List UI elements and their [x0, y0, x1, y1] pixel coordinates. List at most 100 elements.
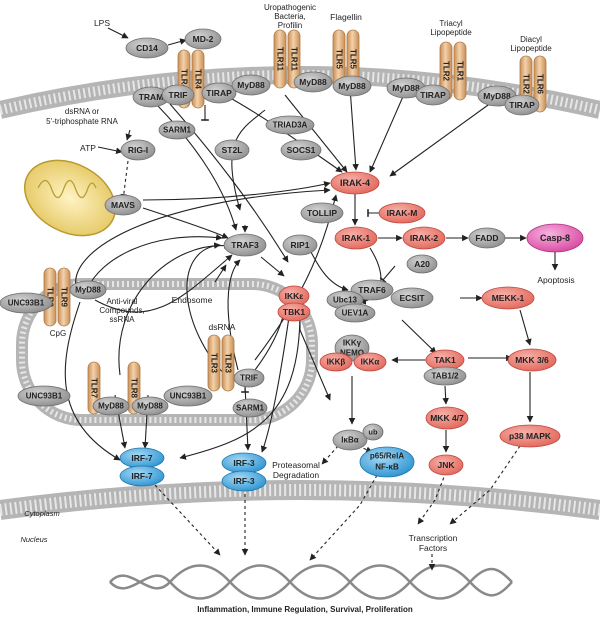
node-myd88-tlr9: MyD88 — [69, 280, 107, 300]
label-dsrna-endosome: dsRNA — [209, 322, 236, 332]
svg-text:IRF-7: IRF-7 — [131, 471, 153, 481]
node-jnk: JNK — [428, 454, 464, 476]
node-trif-endo: TRIF — [233, 368, 265, 388]
node-unc93b1-b: UNC93B1 — [17, 385, 71, 407]
svg-text:TRIF: TRIF — [240, 374, 258, 383]
svg-text:TLR6: TLR6 — [536, 74, 545, 95]
label-transcription: Transcription — [409, 533, 458, 543]
node-ikk-alpha: IKKα — [353, 352, 387, 372]
label-triphosphate-rna: 5'-triphosphate RNA — [46, 117, 118, 126]
svg-text:TLR2: TLR2 — [522, 74, 531, 95]
svg-text:SARM1: SARM1 — [236, 404, 265, 413]
svg-text:TIRAP: TIRAP — [420, 90, 446, 100]
node-rigi: RIG-I — [120, 139, 156, 161]
svg-text:SOCS1: SOCS1 — [287, 145, 316, 155]
svg-text:TLR7: TLR7 — [90, 378, 99, 399]
svg-text:RIG-I: RIG-I — [128, 145, 148, 155]
svg-text:RIP1: RIP1 — [291, 240, 310, 250]
label-profilin: Profilin — [278, 21, 302, 30]
svg-text:IκBα: IκBα — [341, 436, 358, 445]
svg-text:IKKα: IKKα — [361, 358, 380, 367]
svg-text:IRF-7: IRF-7 — [131, 453, 153, 463]
svg-text:TLR1: TLR1 — [456, 61, 465, 82]
svg-text:TAK1: TAK1 — [434, 355, 456, 365]
label-compounds: Compounds, — [99, 306, 144, 315]
node-myd88-tlr8: MyD88 — [131, 396, 169, 416]
svg-text:TLR2: TLR2 — [442, 61, 451, 82]
svg-text:UNC93B1: UNC93B1 — [26, 392, 63, 401]
label-atp: ATP — [80, 143, 96, 153]
svg-text:ST2L: ST2L — [222, 145, 243, 155]
label-diacyl: Diacyl — [520, 35, 542, 44]
svg-text:SARM1: SARM1 — [163, 126, 192, 135]
node-ikba: IκBα — [332, 429, 368, 451]
label-endosome: Endosome — [172, 295, 213, 305]
node-irak4: IRAK-4 — [330, 171, 380, 195]
label-triacyl: Triacyl — [439, 19, 462, 28]
svg-text:IKKε: IKKε — [285, 291, 304, 301]
node-sarm1-top: SARM1 — [158, 120, 196, 140]
node-cd14: CD14 — [125, 37, 169, 59]
svg-text:IRAK-2: IRAK-2 — [410, 233, 439, 243]
svg-text:TLR11: TLR11 — [276, 47, 285, 72]
diagram-labels: LPS Uropathogenic Bacteria, Profilin Fla… — [20, 3, 574, 614]
node-md2: MD-2 — [184, 28, 222, 50]
svg-text:TLR5: TLR5 — [335, 49, 344, 70]
svg-text:IRAK-M: IRAK-M — [387, 208, 418, 218]
label-antiviral: Anti-viral — [106, 297, 137, 306]
label-flagellin: Flagellin — [330, 12, 362, 22]
svg-text:TIRAP: TIRAP — [509, 100, 535, 110]
label-lps: LPS — [94, 18, 110, 28]
svg-text:NF-κB: NF-κB — [375, 463, 399, 472]
svg-text:MyD88: MyD88 — [338, 81, 366, 91]
node-mkk47: MKK 4/7 — [425, 406, 469, 430]
label-diacyl-lipopeptide: Lipopeptide — [510, 44, 552, 53]
svg-text:IRF-3: IRF-3 — [233, 476, 255, 486]
node-mavs: MAVS — [104, 194, 142, 216]
node-triad3a: TRIAD3A — [265, 115, 315, 135]
node-irf3a: IRF-3 — [221, 452, 267, 474]
mitochondrion — [23, 159, 117, 237]
svg-text:TLR9: TLR9 — [46, 287, 55, 308]
svg-text:TLR8: TLR8 — [130, 378, 139, 399]
receptor-tlr11b: TLR11 — [287, 29, 301, 89]
node-traf3: TRAF3 — [223, 233, 267, 257]
node-ub: ub — [362, 423, 384, 441]
node-mkk36: MKK 3/6 — [507, 348, 557, 372]
node-sarm1-endo: SARM1 — [232, 398, 268, 418]
node-irak1: IRAK-1 — [334, 226, 378, 250]
svg-text:MyD88: MyD88 — [237, 80, 265, 90]
svg-text:FADD: FADD — [475, 233, 498, 243]
svg-text:IKKβ: IKKβ — [327, 358, 346, 367]
node-irak2: IRAK-2 — [402, 226, 446, 250]
label-nucleus: Nucleus — [20, 535, 47, 544]
svg-text:TIRAP: TIRAP — [206, 88, 232, 98]
label-bacteria: Bacteria, — [274, 12, 306, 21]
endosome-membrane — [16, 278, 318, 426]
svg-text:NEMO: NEMO — [340, 349, 364, 358]
node-st2l: ST2L — [214, 139, 250, 161]
node-irf7a: IRF-7 — [119, 447, 165, 469]
node-fadd: FADD — [468, 227, 506, 249]
node-ecsit: ECSIT — [390, 287, 434, 309]
receptor-tlr3a: TLR3 — [207, 334, 221, 392]
svg-text:UEV1A: UEV1A — [342, 309, 369, 318]
label-footer: Inflammation, Immune Regulation, Surviva… — [197, 605, 413, 614]
node-unc93b1-c: UNC93B1 — [163, 385, 213, 407]
label-uropathogenic: Uropathogenic — [264, 3, 316, 12]
node-tak1: TAK1 — [425, 349, 465, 371]
node-socs1: SOCS1 — [280, 139, 322, 161]
nuclear-membrane — [0, 480, 600, 520]
node-myd88-tlr4: MyD88 — [231, 74, 271, 96]
svg-text:TLR4: TLR4 — [194, 69, 203, 90]
svg-text:TRAF3: TRAF3 — [231, 240, 259, 250]
svg-text:TRIAD3A: TRIAD3A — [273, 121, 308, 130]
svg-text:TLR5: TLR5 — [349, 49, 358, 70]
svg-text:MyD88: MyD88 — [75, 286, 101, 295]
svg-text:TBK1: TBK1 — [283, 307, 305, 317]
svg-text:CD14: CD14 — [136, 43, 158, 53]
svg-text:MD-2: MD-2 — [193, 34, 214, 44]
receptor-tlr4b: TLR4 — [191, 49, 205, 109]
node-tollip: TOLLIP — [300, 202, 344, 224]
